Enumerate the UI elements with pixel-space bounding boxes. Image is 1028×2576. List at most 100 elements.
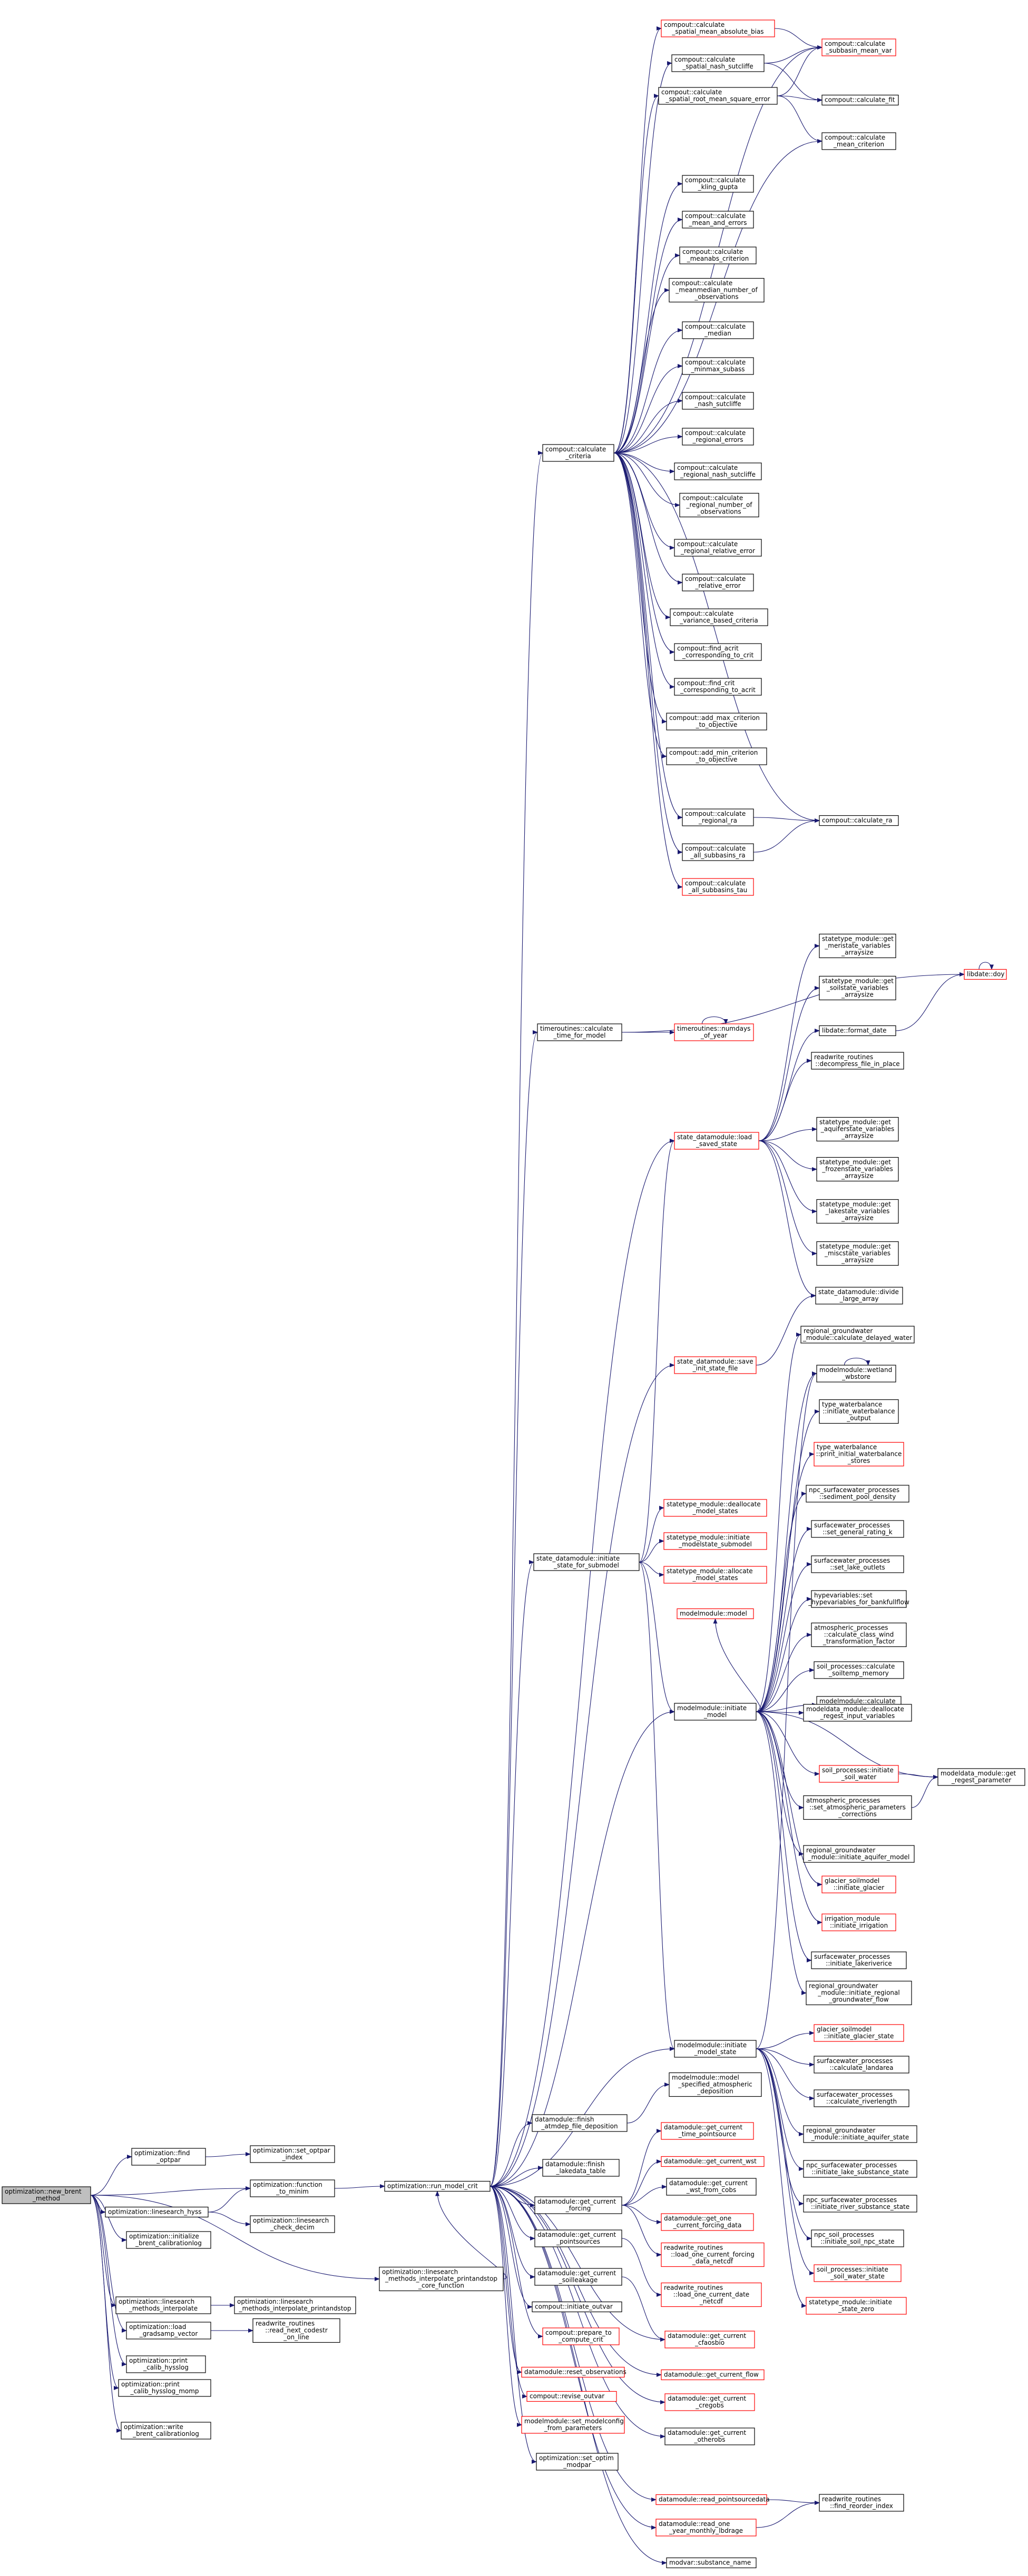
node-readwrite-routines-load-one-current-date-netcdf[interactable]: readwrite_routines::load_one_current_dat… (661, 2282, 762, 2307)
node-statetype-module-get-soilstate-variables-arraysize[interactable]: statetype_module::get_soilstate_variable… (819, 975, 896, 1001)
node-compout-calculate-relative-error[interactable]: compout::calculate_relative_error (682, 574, 754, 591)
node-compout-calculate-median[interactable]: compout::calculate_median (682, 321, 754, 339)
node-compout-calculate-meanmedian-number-of-observations[interactable]: compout::calculate_meanmedian_number_of_… (669, 278, 765, 303)
node-statetype-module-allocate-model-states[interactable]: statetype_module::allocate_model_states (663, 1566, 767, 1584)
node-regional-groundwater-module-initiate-aquifer-model[interactable]: regional_groundwater_module::initiate_aq… (803, 1845, 915, 1863)
node-glacier-soilmodel-initiate-glacier[interactable]: glacier_soilmodel::initiate_glacier (821, 1876, 896, 1893)
node-atmospheric-processes-calculate-class-wind-transformation-factor[interactable]: atmospheric_processes::calculate_class_w… (811, 1622, 907, 1647)
node-npc-surfacewater-processes-initiate-river-substance-state[interactable]: npc_surfacewater_processes::initiate_riv… (803, 2195, 917, 2213)
node-type-waterbalance-print-initial-waterbalance-stores[interactable]: type_waterbalance::print_initial_waterba… (814, 1442, 904, 1467)
node-readwrite-routines-decompress-file-in-place[interactable]: readwrite_routines::decompress_file_in_p… (811, 1052, 904, 1070)
node-compout-calculate-kling-gupta[interactable]: compout::calculate_kling_gupta (682, 175, 754, 193)
node-statetype-module-get-frozenstate-variables-arraysize[interactable]: statetype_module::get_frozenstate_variab… (816, 1157, 899, 1182)
node-datamodule-get-current-pointsources[interactable]: datamodule::get_current_pointsources (534, 2229, 622, 2247)
node-datamodule-reset-observations[interactable]: datamodule::reset_observations (521, 2366, 626, 2378)
node-compout-calculate-spatial-mean-absolute-bias[interactable]: compout::calculate_spatial_mean_absolute… (661, 19, 775, 37)
node-atmospheric-processes-set-atmospheric-parameters-corrections[interactable]: atmospheric_processes::set_atmospheric_p… (803, 1795, 912, 1820)
node-modeldata-module-get-regest-parameter[interactable]: modeldata_module::get_regest_parameter (937, 1768, 1025, 1786)
node-soil-processes-initiate-soil-water[interactable]: soil_processes::initiate_soil_water (819, 1765, 899, 1783)
node-npc-surfacewater-processes-sediment-pool-density[interactable]: npc_surfacewater_processes::sediment_poo… (806, 1485, 909, 1503)
node-modeldata-module-deallocate-regest-input-variables[interactable]: modeldata_module::deallocate_regest_inpu… (803, 1704, 912, 1722)
node-compout-calculate-ra[interactable]: compout::calculate_ra (819, 815, 899, 826)
node-datamodule-get-current-cfaosbio[interactable]: datamodule::get_current_cfaosbio (664, 2331, 755, 2348)
node-regional-groundwater-module-calculate-delayed-water[interactable]: regional_groundwater_module::calculate_d… (800, 1326, 915, 1344)
node-compout-calculate-minmax-subass[interactable]: compout::calculate_minmax_subass (682, 357, 754, 375)
node-state-datamodule-divide-large-array[interactable]: state_datamodule::divide_large_array (815, 1287, 903, 1305)
node-datamodule-finish-lakedata-table[interactable]: datamodule::finish_lakedata_table (542, 2159, 620, 2177)
node-readwrite-routines-load-one-current-forcing-data-netcdf[interactable]: readwrite_routines::load_one_current_for… (661, 2242, 765, 2267)
node-modelmodule-initiate-model[interactable]: modelmodule::initiate_model (674, 1703, 757, 1721)
node-compout-calculate-mean-and-errors[interactable]: compout::calculate_mean_and_errors (682, 211, 754, 229)
node-optimization-linesearch-methods-interpolate-printandstop-core-function[interactable]: optimization::linesearch_methods_interpo… (379, 2266, 504, 2292)
node-compout-calculate-all-subbasins-tau[interactable]: compout::calculate_all_subbasins_tau (682, 878, 754, 896)
node-compout-calculate-meanabs-criterion[interactable]: compout::calculate_meanabs_criterion (679, 246, 757, 264)
node-libdate-doy[interactable]: libdate::doy (964, 969, 1007, 980)
node-readwrite-routines-find-reorder-index[interactable]: readwrite_routines::find_reorder_index (819, 2494, 904, 2512)
node-datamodule-get-current-wst-from-cobs[interactable]: datamodule::get_current_wst_from_cobs (666, 2178, 757, 2196)
node-soil-processes-initiate-soil-water-state[interactable]: soil_processes::initiate_soil_water_stat… (814, 2264, 902, 2282)
node-npc-soil-processes-initiate-soil-npc-state[interactable]: npc_soil_processes::initiate_soil_npc_st… (811, 2229, 904, 2247)
node-optimization-print-calib-hysslog[interactable]: optimization::print_calib_hysslog (126, 2355, 206, 2373)
node-datamodule-get-current-wst[interactable]: datamodule::get_current_wst (661, 2156, 765, 2167)
node-compout-calculate-variance-based-criteria[interactable]: compout::calculate_variance_based_criter… (670, 608, 768, 626)
node-compout-prepare-to-compute-crit[interactable]: compout::prepare_to_compute_crit (542, 2327, 620, 2345)
node-optimization-run-model-crit[interactable]: optimization::run_model_crit (384, 2180, 491, 2192)
node-compout-add-max-criterion-to-objective[interactable]: compout::add_max_criterion_to_objective (666, 713, 767, 731)
node-statetype-module-initiate-modelstate-submodel[interactable]: statetype_module::initiate_modelstate_su… (663, 1532, 767, 1550)
node-compout-calculate-spatial-nash-sutcliffe[interactable]: compout::calculate_spatial_nash_sutcliff… (671, 54, 765, 72)
node-glacier-soilmodel-initiate-glacier-state[interactable]: glacier_soilmodel::initiate_glacier_stat… (814, 2024, 904, 2042)
node-datamodule-get-current-time-pointsource[interactable]: datamodule::get_current_time_pointsource (661, 2122, 754, 2140)
node-surfacewater-processes-initiate-lakeriverice[interactable]: surfacewater_processes::initiate_lakeriv… (811, 1951, 907, 1969)
node-optimization-linesearch-check-decim[interactable]: optimization::linesearch_check_decim (250, 2215, 335, 2233)
node-soil-processes-calculate-soiltemp-memory[interactable]: soil_processes::calculate_soiltemp_memor… (814, 1661, 904, 1679)
node-optimization-find-optpar[interactable]: optimization::find_optpar (131, 2148, 206, 2166)
node-statetype-module-deallocate-model-states[interactable]: statetype_module::deallocate_model_state… (663, 1499, 767, 1517)
node-optimization-linesearch-methods-interpolate[interactable]: optimization::linesearch_methods_interpo… (115, 2296, 211, 2314)
node-datamodule-read-one-year-monthly-lbdrage[interactable]: datamodule::read_one_year_monthly_lbdrag… (655, 2519, 757, 2536)
node-regional-groundwater-module-initiate-regional-groundwater-flow[interactable]: regional_groundwater_module::initiate_re… (806, 1980, 912, 2006)
node-state-datamodule-initiate-state-for-submodel[interactable]: state_datamodule::initiate_state_for_sub… (533, 1553, 640, 1571)
node-compout-calculate-regional-number-of-observations[interactable]: compout::calculate_regional_number_of_ob… (679, 492, 759, 518)
node-optimization-set-optim-modpar[interactable]: optimization::set_optim_modpar (536, 2453, 619, 2471)
node-hypevariables-set-hypevariables-for-bankfullflow[interactable]: hypevariables::set_hypevariables_for_ban… (808, 1590, 909, 1608)
node-modelmodule-set-modelconfig-from-parameters[interactable]: modelmodule::set_modelconfig_from_parame… (521, 2416, 625, 2434)
node-optimization-initialize-brent-calibrationlog[interactable]: optimization::initialize_brent_calibrati… (126, 2231, 211, 2249)
node-statetype-module-get-lakestate-variables-arraysize[interactable]: statetype_module::get_lakestate_variable… (816, 1199, 899, 1224)
node-modelmodule-model-specified-atmospheric-deposition[interactable]: modelmodule::model_specified_atmospheric… (669, 2072, 762, 2097)
node-statetype-module-get-meristate-variables-arraysize[interactable]: statetype_module::get_meristate_variable… (819, 933, 896, 959)
node-modvar-substance-name[interactable]: modvar::substance_name (666, 2557, 757, 2569)
node-compout-calculate-regional-ra[interactable]: compout::calculate_regional_ra (682, 808, 754, 826)
node-optimization-write-brent-calibrationlog[interactable]: optimization::write_brent_calibrationlog (121, 2422, 211, 2440)
node-datamodule-get-current-forcing[interactable]: datamodule::get_current_forcing (534, 2196, 622, 2214)
node-optimization-linesearch-hyss[interactable]: optimization::linesearch_hyss (105, 2206, 209, 2218)
node-state-datamodule-save-init-state-file[interactable]: state_datamodule::save_init_state_file (674, 1356, 757, 1374)
node-surfacewater-processes-set-general-rating-k[interactable]: surfacewater_processes::set_general_rati… (811, 1520, 904, 1538)
node-compout-revise-outvar[interactable]: compout::revise_outvar (526, 2391, 617, 2402)
node-compout-calculate-nash-sutcliffe[interactable]: compout::calculate_nash_sutcliffe (682, 392, 754, 410)
node-compout-add-min-criterion-to-objective[interactable]: compout::add_min_criterion_to_objective (666, 747, 767, 765)
node-datamodule-get-current-soilleakage[interactable]: datamodule::get_current_soilleakage (534, 2268, 622, 2286)
node-modelmodule-initiate-model-state[interactable]: modelmodule::initiate_model_state (674, 2040, 757, 2058)
node-compout-calculate-subbasin-mean-var[interactable]: compout::calculate_subbasin_mean_var (821, 38, 896, 56)
node-irrigation-module-initiate-irrigation[interactable]: irrigation_module::initiate_irrigation (821, 1913, 896, 1931)
node-datamodule-get-current-otherobs[interactable]: datamodule::get_current_otherobs (664, 2427, 755, 2445)
node-optimization-new-brent-method[interactable]: optimization::new_brent_method (2, 2186, 91, 2204)
node-compout-calculate-regional-relative-error[interactable]: compout::calculate_regional_relative_err… (674, 539, 762, 557)
node-statetype-module-get-miscstate-variables-arraysize[interactable]: statetype_module::get_miscstate_variable… (816, 1241, 899, 1266)
node-datamodule-get-current-cregobs[interactable]: datamodule::get_current_cregobs (664, 2393, 755, 2411)
node-optimization-print-calib-hysslog-momp[interactable]: optimization::print_calib_hysslog_momp (118, 2379, 211, 2397)
node-compout-calculate-criteria[interactable]: compout::calculate_criteria (542, 444, 614, 462)
node-datamodule-get-one-current-forcing-data[interactable]: datamodule::get_one_current_forcing_data (661, 2213, 754, 2231)
node-readwrite-routines-read-next-codestr-on-line[interactable]: readwrite_routines::read_next_codestr_on… (252, 2318, 340, 2343)
node-compout-calculate-regional-errors[interactable]: compout::calculate_regional_errors (682, 428, 754, 446)
node-compout-calculate-regional-nash-sutcliffe[interactable]: compout::calculate_regional_nash_sutclif… (674, 462, 762, 480)
node-compout-calculate-mean-criterion[interactable]: compout::calculate_mean_criterion (821, 132, 896, 150)
node-state-datamodule-load-saved-state[interactable]: state_datamodule::load_saved_state (674, 1132, 759, 1150)
node-timeroutines-calculate-time-for-model[interactable]: timeroutines::calculate_time_for_model (537, 1023, 622, 1041)
node-modelmodule-model[interactable]: modelmodule::model (677, 1608, 754, 1620)
node-optimization-linesearch-methods-interpolate-printandstop[interactable]: optimization::linesearch_methods_interpo… (234, 2296, 356, 2314)
node-statetype-module-initiate-state-zero[interactable]: statetype_module::initiate_state_zero (806, 2297, 907, 2315)
node-compout-calculate-fit[interactable]: compout::calculate_fit (821, 94, 899, 106)
node-surfacewater-processes-calculate-landarea[interactable]: surfacewater_processes::calculate_landar… (814, 2056, 909, 2074)
node-optimization-set-optpar-index[interactable]: optimization::set_optpar_index (250, 2145, 335, 2163)
